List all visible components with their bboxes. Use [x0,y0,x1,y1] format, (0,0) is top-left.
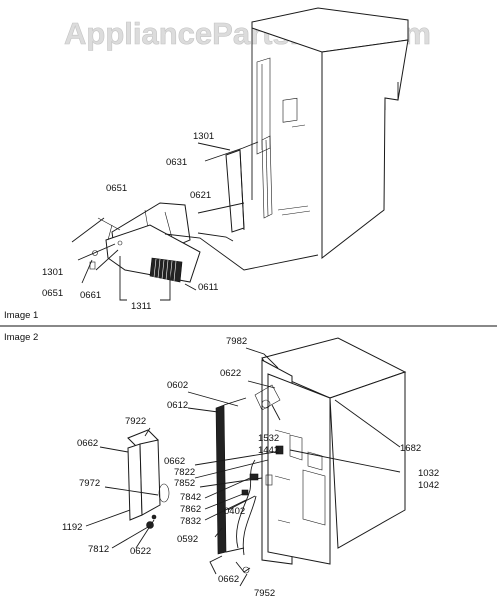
wire-harness [236,459,256,549]
callout-label: 0402 [224,506,245,517]
door-panel [267,373,331,565]
cabinet-side [321,39,409,260]
callout-label: 0661 [80,290,101,301]
callout-label: 1042 [418,480,439,491]
callout-label: 1311 [131,301,151,312]
top-hinge [254,384,281,411]
callout-label: 0622 [220,368,241,379]
callout-label: 7812 [88,544,109,555]
callout-label: 7862 [180,504,201,515]
callout-label: 1532 [258,433,279,444]
callout-label: 0631 [166,157,187,168]
image-2-drawing [85,337,407,587]
dispenser-frame [215,404,227,555]
image-1-drawing [71,7,409,301]
callout-label: 1301 [193,131,214,142]
callout-label: 0651 [42,288,63,299]
connector [158,483,170,503]
callout-label: 7982 [226,336,247,347]
callout-label: 0611 [198,282,218,293]
cabinet-plate [282,97,298,123]
cabinet-side [329,371,406,549]
callout-label: 1032 [418,468,439,479]
cover-panel [225,149,245,233]
callout-label: 1192 [62,522,82,533]
callout-label: 7832 [180,516,201,527]
callout-label: 7922 [125,416,146,427]
callout-label: 0622 [130,546,151,557]
image-1-labels: 1301 0631 0651 0621 1301 0651 0661 1311 … [42,131,218,312]
callout-label: 1682 [400,443,421,454]
callout-label: 0602 [167,380,188,391]
callout-label: 0621 [190,190,211,201]
callout-label: 0651 [106,183,127,194]
callout-label: 0662 [218,574,239,585]
callout-label: 0662 [164,456,185,467]
section-title: Image 2 [4,332,38,343]
callout-label: 7842 [180,492,201,503]
switch [249,473,259,481]
callout-label: 0612 [167,400,188,411]
callout-label: 7952 [254,588,275,599]
callout-label: 0662 [77,438,98,449]
callout-label: 7852 [174,478,195,489]
callout-label: 7972 [79,478,100,489]
callout-label: 1442 [258,445,279,456]
callout-label: 1301 [42,267,63,278]
section-title: Image 1 [4,310,38,321]
callout-label: 0592 [177,534,198,545]
image-2-labels: 7982 0622 0602 0612 7922 0662 1532 1442 … [62,336,439,599]
back-channel [256,57,271,155]
callout-label: 7822 [174,467,195,478]
